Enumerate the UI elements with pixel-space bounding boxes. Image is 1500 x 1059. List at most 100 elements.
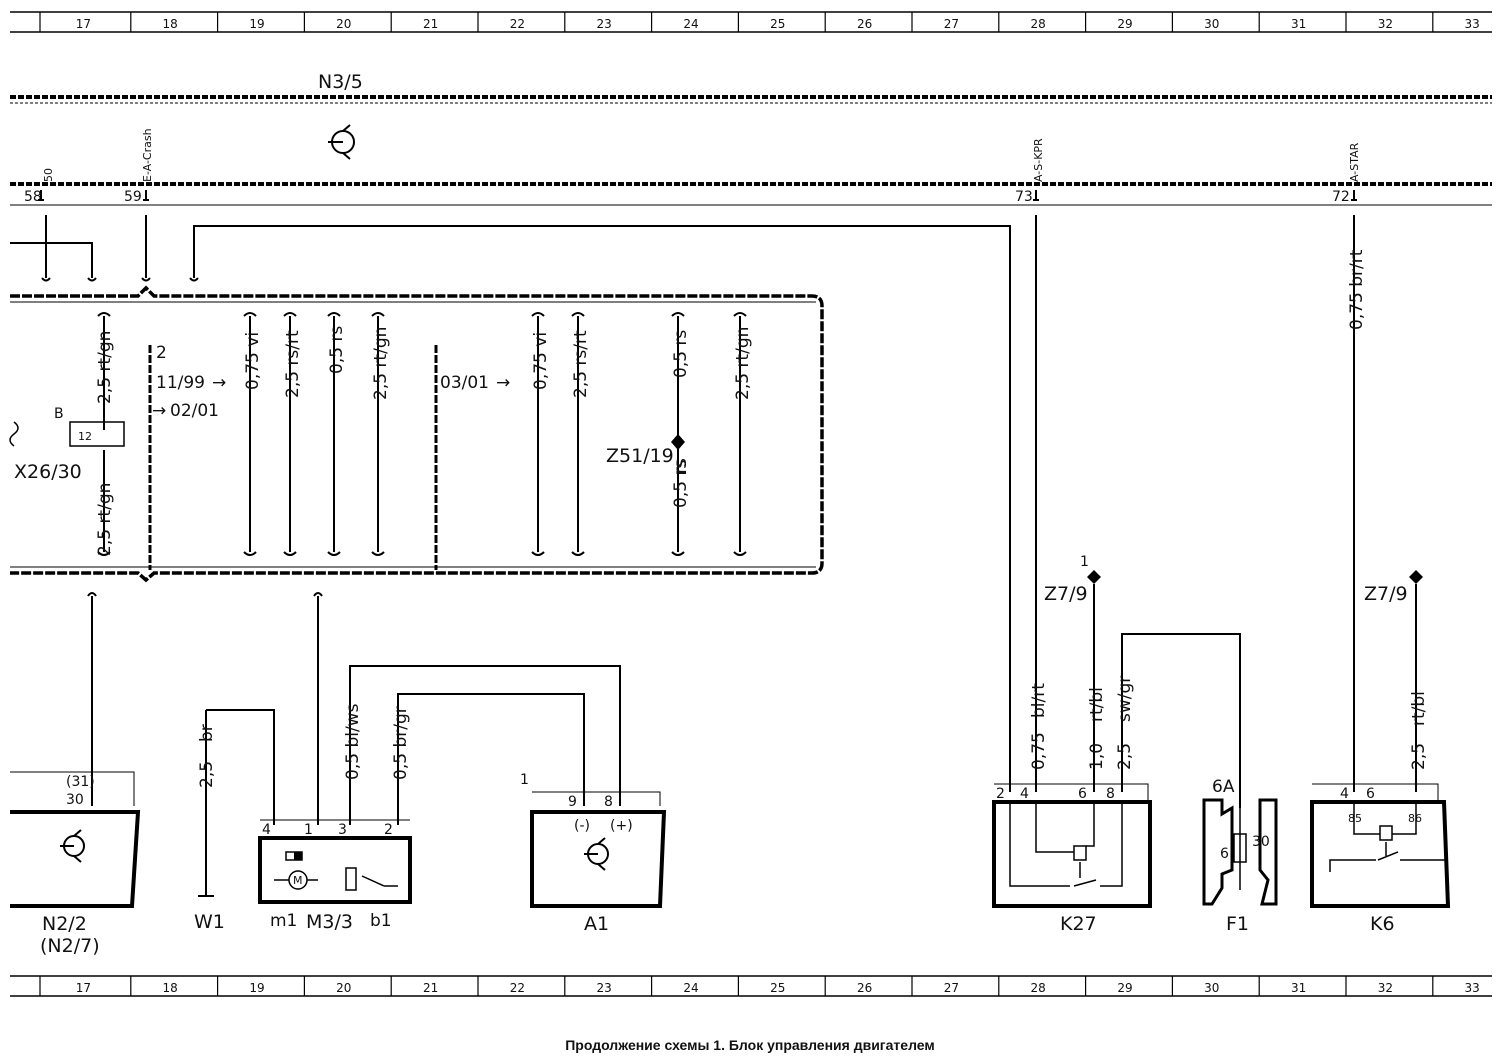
bottom-scale-number: 21 [423, 981, 438, 995]
bottom-scale-number: 28 [1031, 981, 1046, 995]
wire-label-k6-rtbl: rt/bl [1409, 691, 1429, 726]
bottom-scale-number: 18 [163, 981, 178, 995]
f1-pin-30: 30 [1252, 834, 1270, 850]
version-code: 2 [156, 343, 167, 363]
k6-pin-4: 4 [1340, 786, 1349, 802]
top-scale-number: 24 [683, 17, 698, 31]
wire-label-blrt: bl/rt [1029, 683, 1049, 718]
a1-label: A1 [584, 913, 609, 935]
top-scale-number: 20 [336, 17, 351, 31]
m3-3-label: M3/3 [306, 911, 353, 933]
k27-pin-4: 4 [1020, 786, 1029, 802]
bottom-scale-number: 26 [857, 981, 872, 995]
wire-label-rsrt-1: 2,5 rs/rt [283, 330, 303, 398]
a1-pin-minus: (-) [574, 818, 590, 834]
ecu-symbol-icon [328, 124, 355, 160]
m3-3-pin-1: 1 [304, 822, 313, 838]
m3-3-pin-4: 4 [262, 822, 271, 838]
top-scale-number: 21 [423, 17, 438, 31]
k6-label: K6 [1370, 913, 1395, 935]
signal-a-s-kpr: A-S-KPR [1032, 138, 1045, 182]
top-scale-number: 33 [1465, 17, 1480, 31]
pin-59: 59 [124, 189, 142, 205]
wire-label-x26-lower: 2,5 rt/gn [95, 483, 115, 556]
f1-pin-6: 6 [1220, 846, 1229, 862]
pin-72: 72 [1332, 189, 1350, 205]
wire-label-k6-upper: 0,75 br/rt [1347, 249, 1367, 330]
bottom-scale-number: 27 [944, 981, 959, 995]
motor-symbol: M [293, 874, 303, 887]
k27-pin-2: 2 [996, 786, 1005, 802]
a1-pin-plus: (+) [610, 818, 633, 834]
f1-label: F1 [1226, 913, 1249, 935]
k27-label: K27 [1060, 913, 1097, 935]
version-2-from: 03/01 [440, 373, 489, 393]
pin-73: 73 [1015, 189, 1033, 205]
top-scale-number: 19 [249, 17, 264, 31]
k27-pin-8: 8 [1106, 786, 1115, 802]
component-m3-3 [258, 819, 412, 904]
top-scale-number: 31 [1291, 17, 1306, 31]
top-scale-number: 25 [770, 17, 785, 31]
top-scale-number: 29 [1117, 17, 1132, 31]
component-a1 [530, 791, 667, 908]
n2-2-label: N2/2 [42, 913, 87, 935]
sensor-switch-icon [345, 867, 398, 891]
top-scale-number: 17 [76, 17, 91, 31]
n2-2-ecu-icon [60, 829, 85, 863]
n2-2-pin-31: (31) [66, 774, 95, 790]
connector-pin: 12 [78, 430, 92, 443]
bottom-scale-number: 32 [1378, 981, 1393, 995]
k6-pin-6: 6 [1366, 786, 1375, 802]
wire-label-rtbl: rt/bl [1087, 687, 1107, 722]
connector-name: X26/30 [14, 461, 82, 483]
bottom-scale-number: 22 [510, 981, 525, 995]
harness-wires [97, 312, 747, 556]
splice-diamond-icon [671, 434, 685, 450]
harness-box [10, 285, 824, 583]
top-scale-number: 18 [163, 17, 178, 31]
wire-label-w1-size: 2,5 [197, 761, 217, 788]
bottom-scale-number: 25 [770, 981, 785, 995]
version-to: 02/01 [170, 401, 219, 421]
wire-label-blws: 0,5 bl/ws [343, 703, 363, 780]
bottom-scale-number: 29 [1117, 981, 1132, 995]
a1-gauge-icon [584, 837, 609, 871]
wire-label-rs-2: 0,5 rs [671, 330, 691, 378]
k6-relay-icon [1329, 802, 1446, 872]
wire-label-w1-color: br [197, 724, 217, 742]
splice-z7-9-a-icon [1087, 570, 1101, 584]
bottom-scale-number: 17 [76, 981, 91, 995]
wire-label-blrt-size: 0,75 [1029, 732, 1049, 770]
top-scale-number: 26 [857, 17, 872, 31]
f1-rating: 6A [1212, 777, 1235, 797]
lower-wires [87, 584, 1417, 896]
top-scale-number: 22 [510, 17, 525, 31]
wire-label-k6-size: 2,5 [1409, 743, 1429, 770]
wire-label-rtbl-size: 1,0 [1087, 743, 1107, 770]
top-scale-number: 32 [1378, 17, 1393, 31]
splice-z7-9-b: Z7/9 [1364, 583, 1408, 605]
signal-a-star: A-STAR [1348, 142, 1361, 182]
splice-index: 1 [1080, 554, 1089, 570]
component-n2-2 [10, 771, 141, 908]
fuse-icon [1233, 808, 1247, 890]
bottom-scale-number: 33 [1465, 981, 1480, 995]
connector-letter: B [54, 406, 64, 422]
k6-pin-85: 85 [1348, 812, 1362, 825]
wire-label-swgr-size: 2,5 [1115, 743, 1135, 770]
signal-50: 50 [42, 168, 55, 182]
n2-2-alt-label: (N2/7) [40, 935, 100, 957]
signal-e-a-crash: E-A-Crash [141, 128, 154, 182]
version-arrow-2: → [152, 401, 166, 421]
bottom-scale-number: 24 [683, 981, 698, 995]
top-scale-number: 28 [1031, 17, 1046, 31]
splice-z7-9-a: Z7/9 [1044, 583, 1088, 605]
a1-pin-9: 9 [568, 794, 577, 810]
pin-markers [38, 190, 1357, 201]
bottom-scale-number: 20 [336, 981, 351, 995]
wire-label-swgr: sw/gr [1115, 676, 1135, 722]
a1-index: 1 [520, 772, 529, 788]
top-scale-number: 23 [597, 17, 612, 31]
